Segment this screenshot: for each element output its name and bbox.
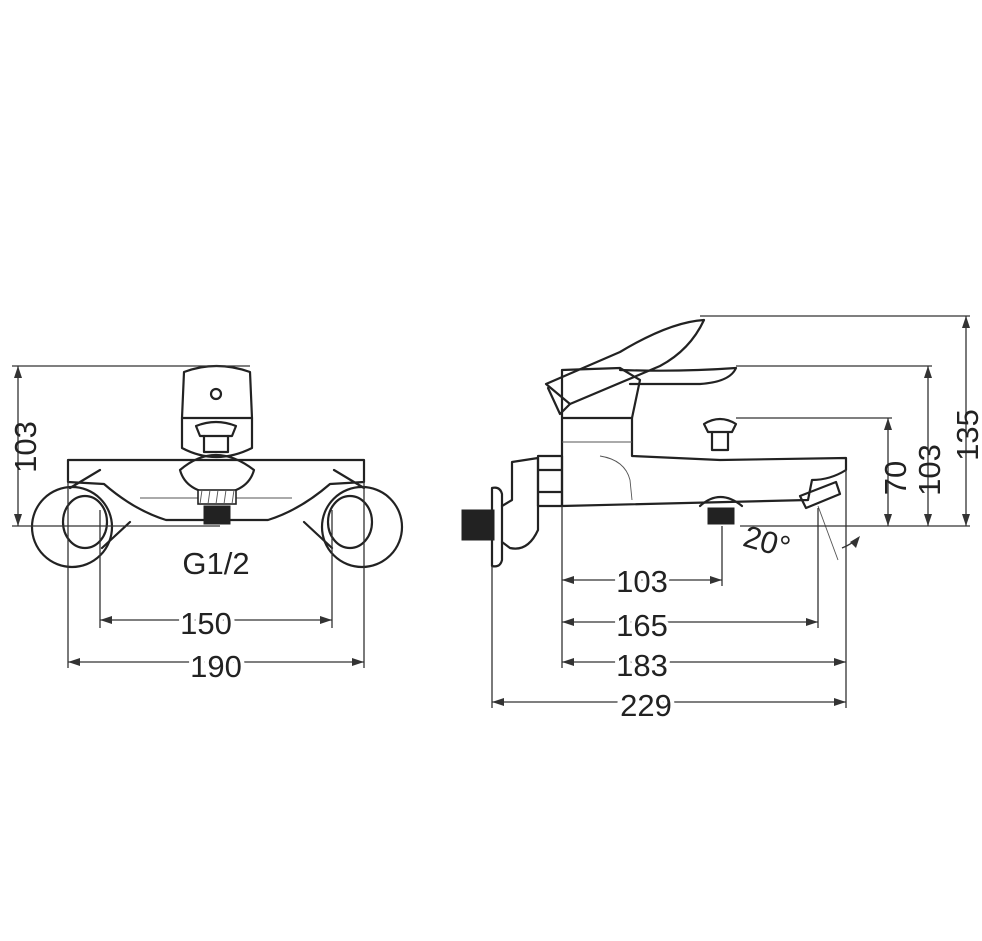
height-70-label: 70	[878, 461, 913, 495]
side-body	[560, 416, 848, 508]
s-union	[500, 456, 540, 550]
outer-width-label: 190	[190, 649, 242, 684]
handle-depth-label: 183	[616, 648, 668, 683]
left-escutcheon	[30, 468, 132, 569]
right-escutcheon	[302, 468, 404, 569]
spout-depth-label: 103	[616, 564, 668, 599]
lever-handle	[544, 318, 738, 420]
wall-flange	[490, 486, 504, 568]
threaded-inlet	[461, 509, 495, 541]
aerator-depth-label: 165	[616, 608, 668, 643]
height-103-label: 103	[912, 444, 947, 496]
side-aerator	[698, 495, 744, 508]
front-height-label: 103	[8, 421, 43, 473]
spout-outlet	[798, 480, 842, 510]
height-135-label: 135	[950, 409, 982, 461]
total-depth-label: 229	[620, 688, 672, 723]
side-horizontal-dimensions	[491, 470, 847, 708]
thread-label: G1/2	[182, 546, 249, 581]
side-view: 103 165 183 229 70 103 135 20°	[461, 315, 982, 727]
front-width-dimensions	[67, 480, 365, 668]
front-height-dimension	[12, 365, 250, 527]
front-view: 103 G1/2 150 190	[8, 364, 404, 688]
side-vertical-dimensions	[700, 315, 970, 527]
inner-width-label: 150	[180, 606, 232, 641]
side-diverter-knob	[702, 417, 738, 452]
angle-annotation	[841, 536, 860, 549]
mixer-body	[66, 364, 366, 525]
union-nut	[536, 454, 564, 508]
